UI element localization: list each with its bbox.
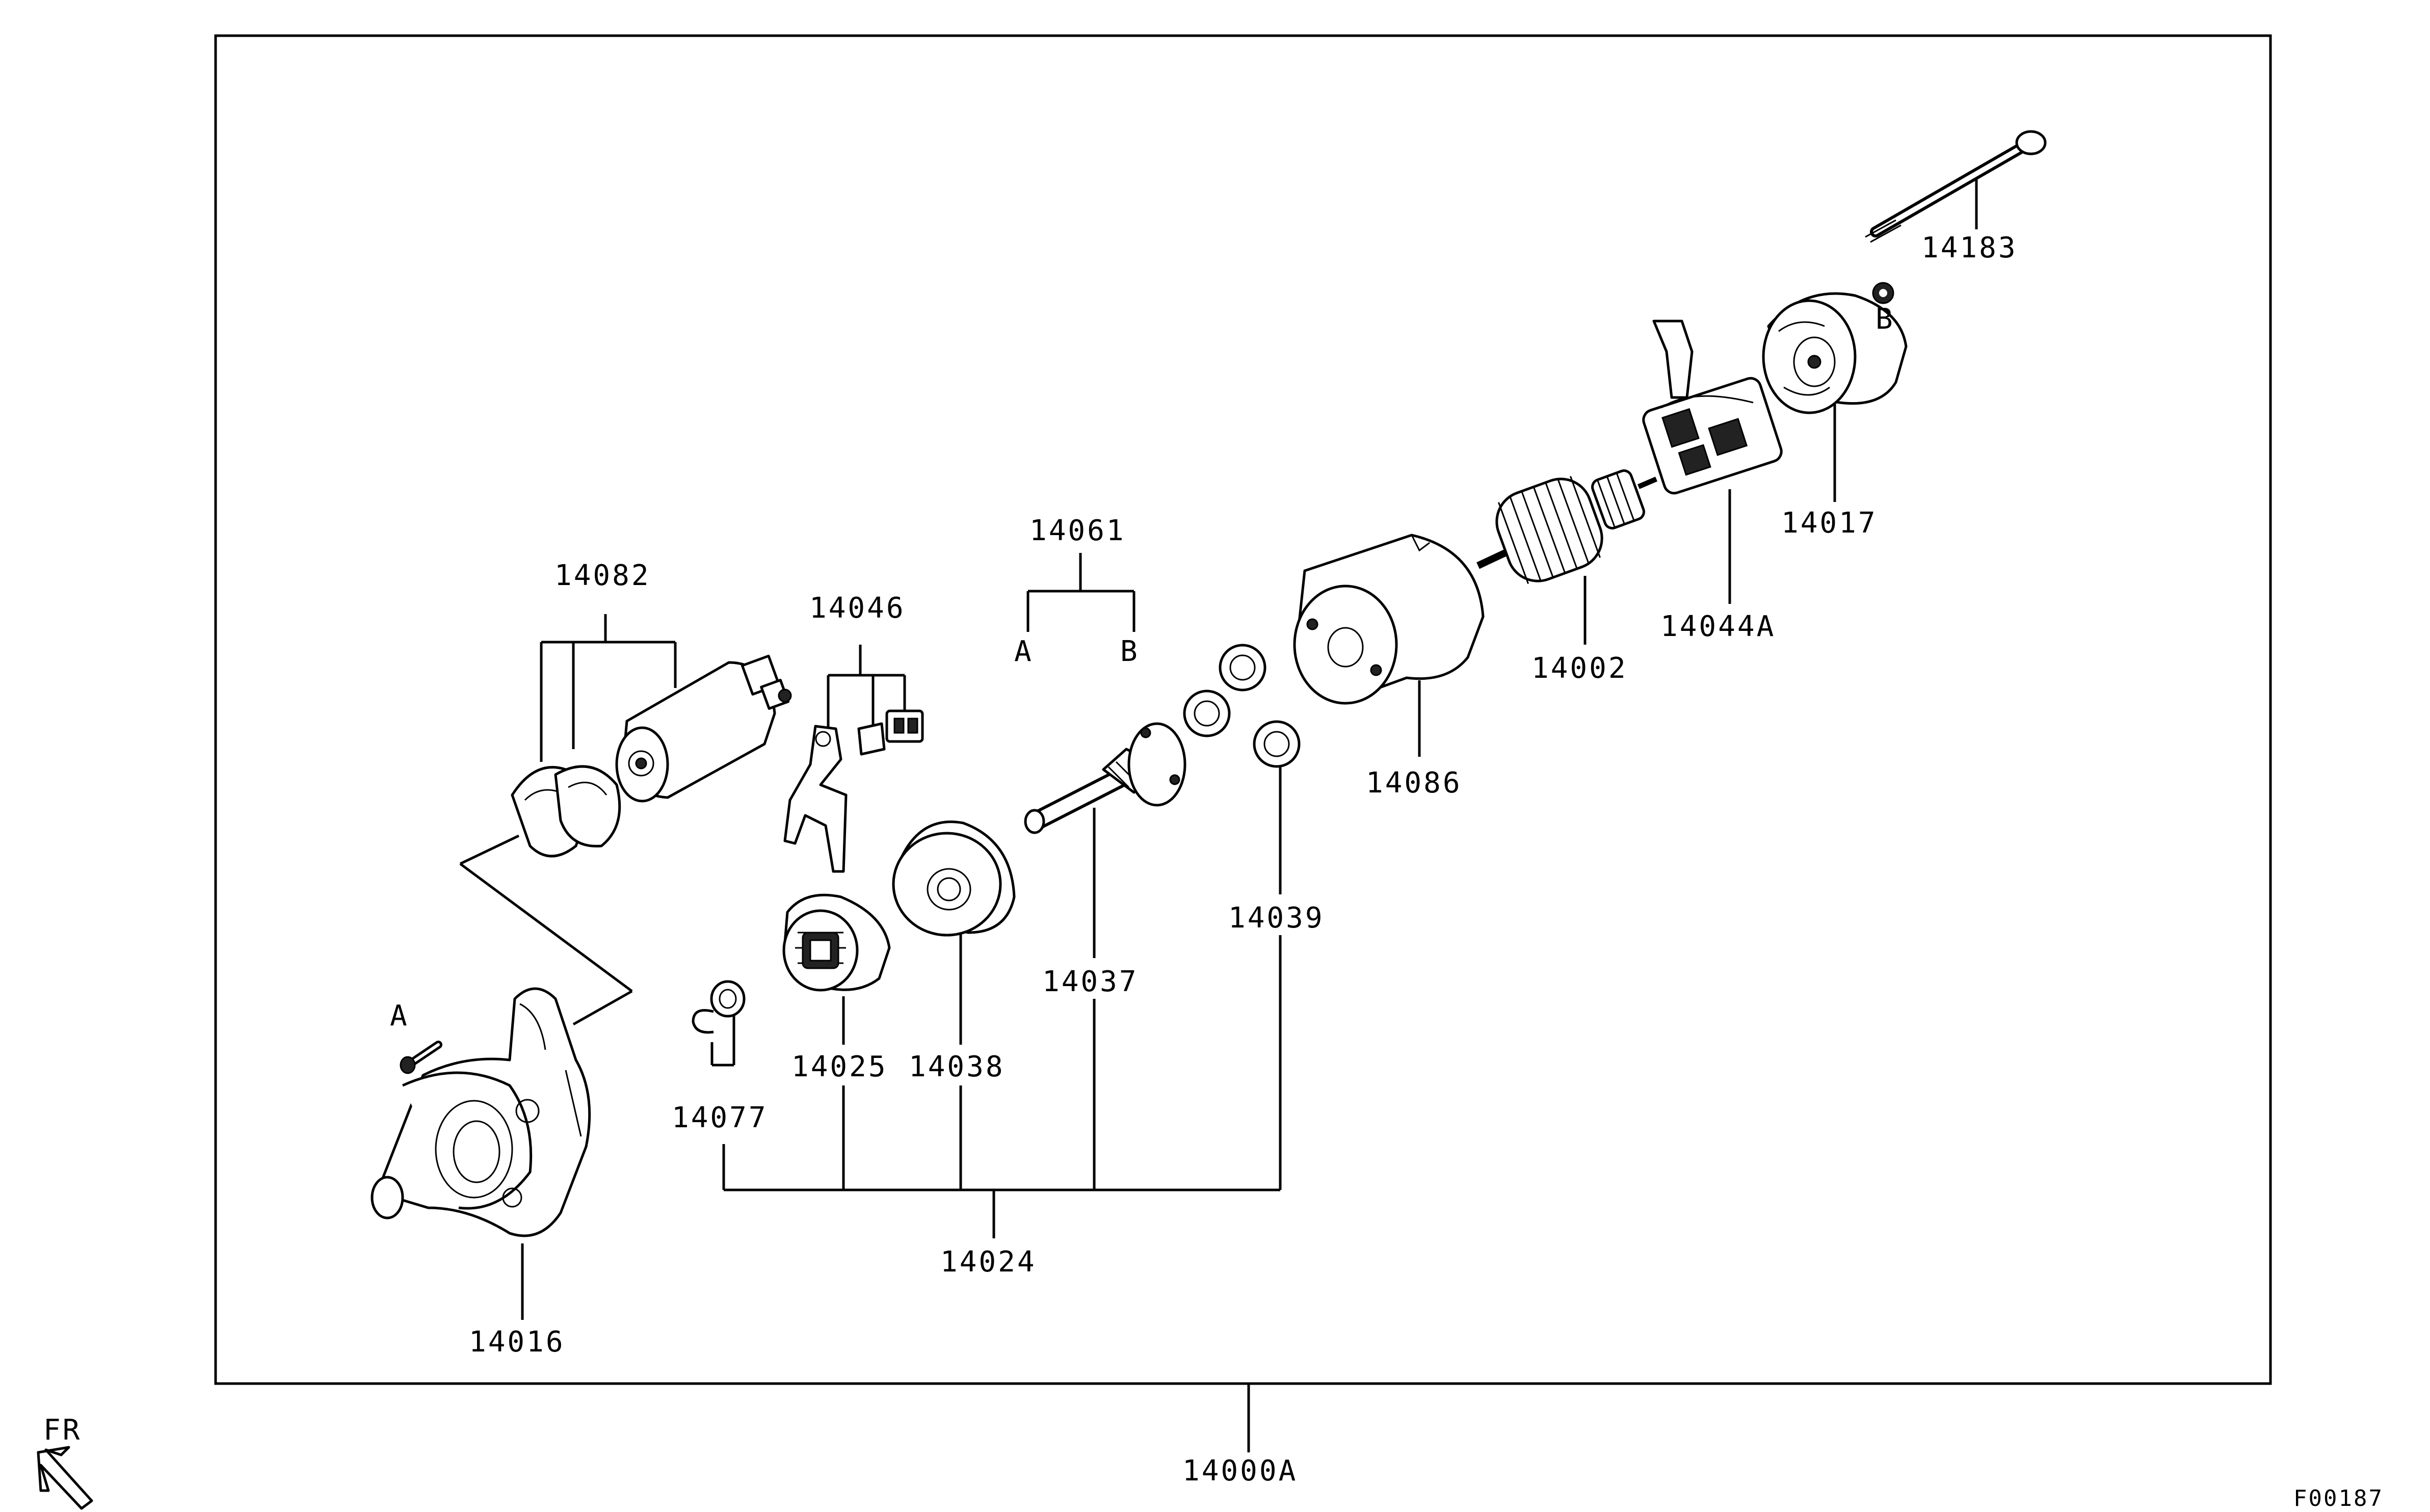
figure-code: F00187 xyxy=(2293,1486,2384,1511)
leader-lines xyxy=(459,178,1978,1452)
label-14046: 14046 xyxy=(809,592,906,625)
label-14086: 14086 xyxy=(1366,766,1462,800)
label-14025: 14025 xyxy=(791,1050,888,1083)
planetary-gears xyxy=(1183,644,1301,768)
part-labels: 14183 B 14017 14044A 14002 14061 A B 140… xyxy=(43,231,2384,1511)
label-14016: 14016 xyxy=(469,1325,565,1359)
stop-ring-set xyxy=(692,980,746,1034)
label-14183: 14183 xyxy=(1921,231,2018,264)
armature xyxy=(1476,469,1657,585)
lever-set xyxy=(783,709,924,873)
through-bolt xyxy=(1865,130,2047,243)
label-14039: 14039 xyxy=(1228,901,1325,935)
label-14044a: 14044A xyxy=(1660,610,1776,643)
planet-shaft xyxy=(1024,722,1186,834)
label-14038: 14038 xyxy=(909,1050,1005,1083)
screw-b xyxy=(1872,282,1894,304)
magnetic-switch xyxy=(511,654,792,858)
front-direction-arrow xyxy=(37,1446,93,1510)
rear-cover xyxy=(1762,292,1908,414)
bolt-a xyxy=(400,1041,442,1074)
assembly-frame xyxy=(214,34,2272,1385)
label-fr: FR xyxy=(43,1414,82,1447)
label-14082: 14082 xyxy=(554,559,651,592)
label-14037: 14037 xyxy=(1042,965,1139,998)
label-14077: 14077 xyxy=(672,1101,768,1134)
yoke xyxy=(1293,534,1485,705)
label-14000a: 14000A xyxy=(1182,1454,1298,1488)
label-14002: 14002 xyxy=(1531,652,1628,685)
brush-holder xyxy=(1642,320,1783,495)
label-14017: 14017 xyxy=(1781,507,1878,540)
label-a-bolt: A xyxy=(390,999,409,1032)
label-b-sub: B xyxy=(1120,635,1140,668)
front-bracket xyxy=(371,987,591,1237)
label-a-sub: A xyxy=(1014,635,1034,668)
internal-gear xyxy=(892,820,1016,937)
label-b-screw: B xyxy=(1876,303,1895,336)
label-14061: 14061 xyxy=(1029,514,1126,547)
label-14024: 14024 xyxy=(940,1245,1037,1279)
overrunning-clutch xyxy=(782,893,891,992)
